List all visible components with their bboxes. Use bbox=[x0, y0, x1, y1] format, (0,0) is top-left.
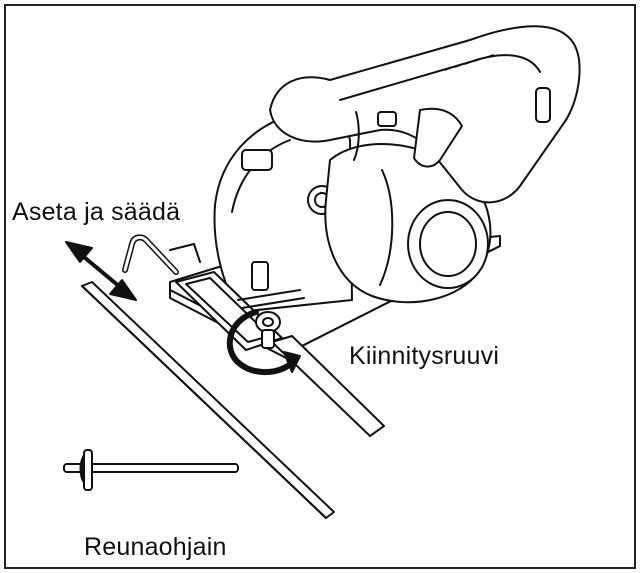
rotation-arrow-icon bbox=[226, 309, 301, 376]
clamp-screw bbox=[255, 311, 281, 349]
edge-guide-rail bbox=[81, 281, 335, 519]
guide-bar-right bbox=[271, 335, 385, 437]
motor-housing bbox=[324, 143, 492, 304]
edge-guide-part bbox=[63, 449, 239, 491]
label-edge-guide: Reunaohjain bbox=[84, 533, 227, 561]
label-set-and-adjust: Aseta ja säädä bbox=[12, 198, 181, 226]
double-arrow-icon bbox=[65, 241, 137, 301]
label-clamp-screw: Kiinnitysruuvi bbox=[349, 342, 500, 370]
saw-handle bbox=[269, 25, 581, 204]
edge-guide-hook bbox=[122, 234, 201, 275]
